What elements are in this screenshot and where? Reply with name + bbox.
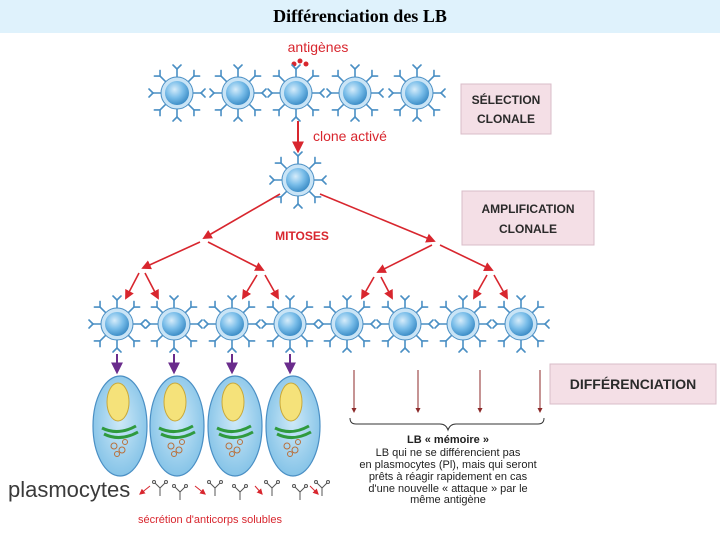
- b-cell-row-selection: [148, 64, 446, 122]
- b-lymphocyte: [209, 64, 267, 122]
- b-lymphocyte: [88, 295, 146, 353]
- amplification-clonale-box: AMPLIFICATION CLONALE: [461, 190, 595, 246]
- b-lymphocyte: [376, 295, 434, 353]
- memory-arrows: [351, 370, 543, 413]
- amplification-line2: CLONALE: [499, 222, 557, 236]
- mitosis-arrows-level3: [125, 272, 508, 300]
- memory-brace: [349, 417, 545, 432]
- plasmocyte: [149, 375, 205, 477]
- lb-memoire-line: même antigène: [410, 494, 486, 506]
- page-title: Différenciation des LB: [273, 6, 447, 26]
- lb-memoire-line: prêts à réagir rapidement en cas: [369, 471, 528, 483]
- lb-memoire-line: d'une nouvelle « attaque » par le: [368, 483, 527, 495]
- b-lymphocyte: [388, 64, 446, 122]
- lb-memoire-line: LB qui ne se différencient pas: [376, 447, 521, 459]
- b-lymphocyte: [434, 295, 492, 353]
- b-lymphocyte: [261, 295, 319, 353]
- mitosis-arrows-level1: [202, 193, 436, 243]
- lb-memoire-text: LB « mémoire » LB qui ne se différencien…: [359, 434, 536, 506]
- secretion-label: sécrétion d'anticorps solubles: [138, 514, 282, 526]
- plasmocyte: [92, 375, 148, 477]
- b-lymphocyte: [203, 295, 261, 353]
- b-lymphocyte: [148, 64, 206, 122]
- antigenes-label: antigènes: [288, 39, 349, 55]
- lb-memoire-line: en plasmocytes (Pl), mais qui seront: [359, 459, 536, 471]
- amplification-line1: AMPLIFICATION: [481, 202, 574, 216]
- plasmocyte: [207, 375, 263, 477]
- b-lymphocyte: [326, 64, 384, 122]
- activated-clone-cell: [269, 151, 327, 209]
- selection-line2: CLONALE: [477, 112, 535, 126]
- clone-active-label: clone activé: [313, 128, 387, 144]
- lb-memoire-title: LB « mémoire »: [407, 434, 489, 446]
- b-lymphocyte-selected: [267, 64, 325, 122]
- b-lymphocyte: [145, 295, 203, 353]
- mitoses-label: MITOSES: [275, 229, 329, 243]
- b-lymphocyte: [318, 295, 376, 353]
- selection-line1: SÉLECTION: [472, 92, 541, 107]
- differentiation-arrows: [111, 354, 296, 375]
- secretion-arrows: [139, 485, 319, 495]
- plasmocyte-group: [92, 375, 321, 477]
- antibody-molecules: [152, 480, 330, 500]
- plasmocyte: [265, 375, 321, 477]
- title-bar: Différenciation des LB: [0, 0, 720, 33]
- b-cell-row-amplified: [88, 295, 550, 353]
- differenciation-box: DIFFÉRENCIATION: [549, 363, 717, 405]
- differenciation-label: DIFFÉRENCIATION: [570, 376, 697, 392]
- b-lymphocyte: [492, 295, 550, 353]
- plasmocytes-label: plasmocytes: [8, 477, 130, 502]
- selection-clonale-box: SÉLECTION CLONALE: [460, 83, 552, 135]
- mitosis-arrows-level2: [141, 241, 494, 273]
